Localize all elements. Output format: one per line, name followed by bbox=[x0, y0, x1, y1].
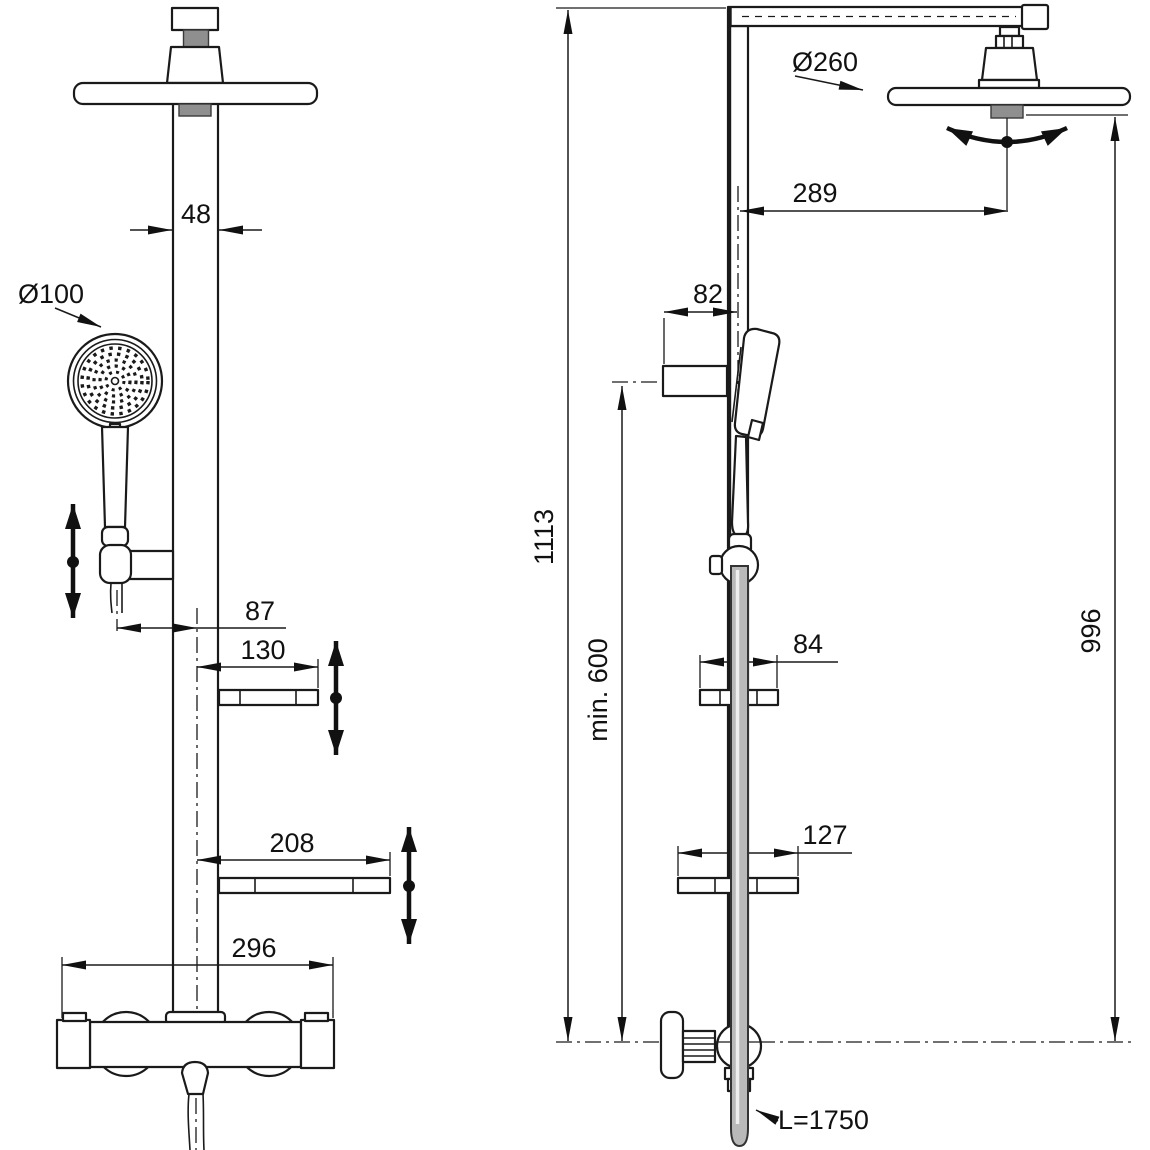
head-tilt-arrow bbox=[946, 118, 1068, 210]
dim-valve-width-296: 296 bbox=[61, 933, 334, 1018]
dim-label-208: 208 bbox=[269, 828, 314, 858]
valve-adapter bbox=[681, 1029, 717, 1064]
front-connector-nut bbox=[182, 29, 210, 48]
valve-knob-side bbox=[659, 1010, 685, 1080]
shower-hose bbox=[730, 565, 749, 1148]
handset-clip bbox=[746, 418, 765, 442]
dim-lower-shelf-208: 208 bbox=[197, 828, 391, 876]
dim-label-min600: min. 600 bbox=[583, 638, 613, 742]
lower-shelf-adjust-arrow bbox=[401, 827, 417, 944]
handset-holder-arm bbox=[125, 549, 175, 581]
dim-label-82: 82 bbox=[693, 279, 723, 309]
dim-label-L1750: L=1750 bbox=[778, 1105, 869, 1135]
handset-adjust-arrow bbox=[65, 504, 81, 618]
dim-handset-offset-87: 87 bbox=[117, 596, 286, 633]
valve-left-cap bbox=[55, 1018, 92, 1070]
wall-bracket bbox=[661, 364, 729, 398]
front-hand-shower bbox=[66, 332, 175, 631]
dim-column-height-1113: 1113 bbox=[529, 7, 726, 1041]
handset-head-side bbox=[733, 327, 781, 438]
side-head-nozzle bbox=[990, 104, 1024, 119]
ball-joint-upper bbox=[998, 25, 1021, 38]
hose-body bbox=[730, 565, 749, 1148]
dim-label-289: 289 bbox=[792, 178, 837, 208]
front-view: 48 Ø100 bbox=[18, 6, 417, 1150]
spray-ring bbox=[86, 352, 144, 410]
dim-bracket-depth-82: 82 bbox=[663, 279, 737, 364]
dim-min-height-600: min. 600 bbox=[583, 381, 666, 1041]
dim-label-127: 127 bbox=[802, 820, 847, 850]
valve-right-tab bbox=[303, 1011, 330, 1023]
valve-outlet bbox=[180, 1060, 210, 1096]
dim-arm-width-48: 48 bbox=[130, 199, 262, 235]
dim-label-130: 130 bbox=[240, 635, 285, 665]
front-upper-shelf bbox=[217, 688, 320, 707]
cone-lip bbox=[977, 78, 1041, 90]
dim-label-48: 48 bbox=[181, 199, 211, 229]
handset-holder-knob bbox=[98, 543, 133, 585]
front-head-cone bbox=[165, 45, 225, 85]
handset-handle-side bbox=[730, 434, 750, 539]
front-column bbox=[171, 98, 220, 1018]
front-overhead-shower bbox=[72, 81, 319, 106]
side-view: 1113 min. 600 Ø260 bbox=[529, 3, 1132, 1148]
handset-handle bbox=[100, 425, 130, 529]
spray-ring bbox=[104, 370, 126, 392]
handset-collar bbox=[100, 525, 130, 548]
dim-upper-shelf-130: 130 bbox=[197, 635, 319, 688]
front-lower-shelf bbox=[217, 876, 392, 895]
valve-right-cap bbox=[299, 1018, 336, 1070]
dim-label-87: 87 bbox=[245, 596, 275, 626]
dim-upper-shelf-84: 84 bbox=[699, 629, 838, 688]
dim-label-d100: Ø100 bbox=[18, 279, 84, 309]
spray-ring bbox=[92, 358, 138, 404]
dim-handset-diameter: Ø100 bbox=[18, 279, 102, 328]
dim-lower-shelf-127: 127 bbox=[677, 820, 852, 876]
ball-joint-nut bbox=[994, 34, 1025, 50]
valve-left-tab bbox=[61, 1011, 88, 1023]
side-head-disc bbox=[886, 86, 1132, 107]
upper-shelf-adjust-arrow bbox=[328, 641, 344, 755]
dim-label-296: 296 bbox=[231, 933, 276, 963]
holder-tab bbox=[708, 554, 724, 576]
dim-label-84: 84 bbox=[793, 629, 823, 659]
dim-hose-length: L=1750 bbox=[755, 1105, 869, 1135]
side-overhead-shower bbox=[886, 25, 1132, 119]
arm-end-cap bbox=[1020, 3, 1050, 31]
dim-head-diameter: Ø260 bbox=[792, 47, 864, 91]
dim-label-996: 996 bbox=[1076, 608, 1106, 653]
side-head-cone bbox=[980, 46, 1039, 82]
dim-label-d260: Ø260 bbox=[792, 47, 858, 77]
spray-ring bbox=[80, 346, 150, 416]
dim-head-offset-289: 289 bbox=[740, 178, 1008, 216]
front-mixer-valve bbox=[55, 1010, 336, 1150]
spray-ring bbox=[98, 364, 132, 398]
dim-head-mount-height-996: 996 bbox=[1026, 114, 1128, 1041]
valve-body bbox=[88, 1020, 303, 1069]
front-overhead-nozzle bbox=[178, 103, 212, 117]
front-arm-end bbox=[170, 6, 220, 32]
dim-label-1113: 1113 bbox=[529, 509, 559, 565]
